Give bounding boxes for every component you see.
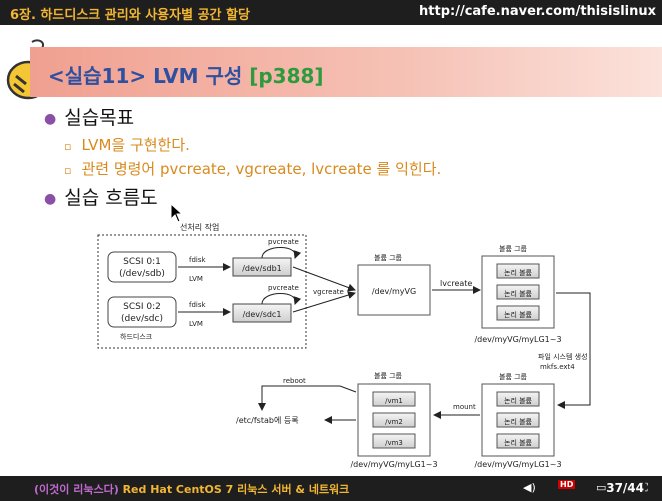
vm2: /vm2: [385, 418, 403, 426]
chapter-title: 6장. 하드디스크 관리와 사용자별 공간 할당: [10, 8, 250, 23]
mkfs-line1: 파일 시스템 생성: [538, 352, 588, 361]
mount-dir-3: /vm3: [372, 433, 416, 449]
footer-bar: (이것이 리눅스다) Red Hat CentOS 7 리눅스 서버 & 네트워…: [0, 476, 662, 501]
hd-badge-icon[interactable]: HD: [558, 480, 576, 489]
disk-sdc: [107, 296, 177, 328]
volume-group-box: [357, 264, 431, 316]
prework-label: 선처리 작업: [180, 222, 219, 232]
fdisk-label-2: fdisk: [189, 301, 206, 309]
lv-cylinder-6: 논리 볼륨: [496, 433, 540, 449]
lv-path-2: /dev/myVG/myLG1~3: [474, 460, 561, 469]
lvm-label-1: LVM: [189, 275, 203, 283]
mount-dir-1: /vm1: [372, 391, 416, 407]
lv-group-title-2: 볼륨 그룹: [499, 372, 528, 381]
title-band: [30, 47, 662, 97]
prework-box: [97, 234, 307, 349]
lv-1b: 논리 볼륨: [504, 289, 533, 298]
sub-item-2-text: 관련 명령어 pvcreate, vgcreate, lvcreate 를 익힌…: [81, 160, 442, 178]
partition-sdb1-label: /dev/sdb1: [242, 264, 282, 273]
cursor-arrow-icon: [170, 203, 184, 223]
partition-sdc1-label: /dev/sdc1: [243, 310, 282, 319]
lv-path-3: /dev/myVG/myLG1~3: [350, 460, 437, 469]
page-number: 37/44: [606, 481, 644, 495]
cafe-url[interactable]: http://cafe.naver.com/thisislinux: [419, 4, 656, 19]
reboot-label: reboot: [283, 377, 306, 385]
bullet-goal-text: 실습목표: [64, 107, 135, 129]
disk-sdc-line1: SCSI 0:2: [123, 302, 161, 312]
vgcreate-label: vgcreate: [313, 288, 344, 296]
lv-cylinder-4: 논리 볼륨: [496, 391, 540, 407]
lvm-label-2: LVM: [189, 320, 203, 328]
vm3: /vm3: [385, 439, 403, 447]
fdisk-label-1: fdisk: [189, 256, 206, 264]
sub-item-1-text: LVM을 구현한다.: [81, 136, 190, 154]
footer-title-b: Red Hat CentOS 7 리눅스 서버 & 네트워크: [122, 483, 350, 496]
lv-cylinder-1: 논리 볼륨: [496, 263, 540, 279]
disk-sdb: [107, 251, 177, 283]
bullet-flow-text: 실습 흐름도: [64, 187, 158, 209]
pvcreate-label-1: pvcreate: [268, 238, 299, 246]
sub-item-2: ▫관련 명령어 pvcreate, vgcreate, lvcreate 를 익…: [64, 160, 442, 178]
lv-cylinder-2: 논리 볼륨: [496, 284, 540, 300]
bullet-goal: ●실습목표: [44, 107, 135, 129]
lv-group-title-1: 볼륨 그룹: [499, 244, 528, 253]
lv-cylinder-3: 논리 볼륨: [496, 305, 540, 321]
disk-sdb-line2: (/dev/sdb): [119, 269, 165, 279]
volume-icon[interactable]: ◀): [523, 481, 536, 494]
header-bar: 6장. 하드디스크 관리와 사용자별 공간 할당 http://cafe.nav…: [0, 0, 662, 25]
lv-2c: 논리 볼륨: [504, 438, 533, 447]
pvcreate-label-2: pvcreate: [268, 284, 299, 292]
lv-2a: 논리 볼륨: [504, 396, 533, 405]
lv-group-title-3: 볼륨 그룹: [374, 371, 403, 380]
window-icon[interactable]: ▭: [596, 481, 607, 494]
mkfs-line2: mkfs.ext4: [540, 363, 575, 371]
sub-item-1: ▫LVM을 구현한다.: [64, 136, 190, 154]
bullet-flow: ●실습 흐름도: [44, 187, 158, 209]
slide-title: <실습11> LVM 구성 [p388]: [48, 60, 324, 89]
footer-book-title: (이것이 리눅스다) Red Hat CentOS 7 리눅스 서버 & 네트워…: [34, 481, 349, 497]
disk-sdc-line2: (dev/sdc): [121, 314, 163, 324]
lv-1a: 논리 볼륨: [504, 268, 533, 277]
mount-label: mount: [453, 403, 476, 411]
footer-title-a: (이것이 리눅스다): [34, 483, 119, 496]
lvcreate-label: lvcreate: [440, 279, 472, 288]
vg-title: 볼륨 그룹: [374, 253, 403, 262]
lv-cylinder-5: 논리 볼륨: [496, 412, 540, 428]
disks-caption: 하드디스크: [120, 332, 153, 341]
slide-title-page-ref: [p388]: [249, 64, 324, 88]
fullscreen-icon[interactable]: ⛶: [640, 481, 648, 494]
lv-1c: 논리 볼륨: [504, 310, 533, 319]
fstab-label: /etc/fstab에 등록: [236, 416, 299, 425]
slide-title-main: <실습11> LVM 구성: [48, 64, 243, 88]
vm1: /vm1: [385, 397, 403, 405]
lv-path-1: /dev/myVG/myLG1~3: [474, 335, 561, 344]
mount-dir-2: /vm2: [372, 412, 416, 428]
disk-sdb-line1: SCSI 0:1: [123, 257, 161, 267]
lv-2b: 논리 볼륨: [504, 417, 533, 426]
vg-name: /dev/myVG: [372, 287, 416, 296]
